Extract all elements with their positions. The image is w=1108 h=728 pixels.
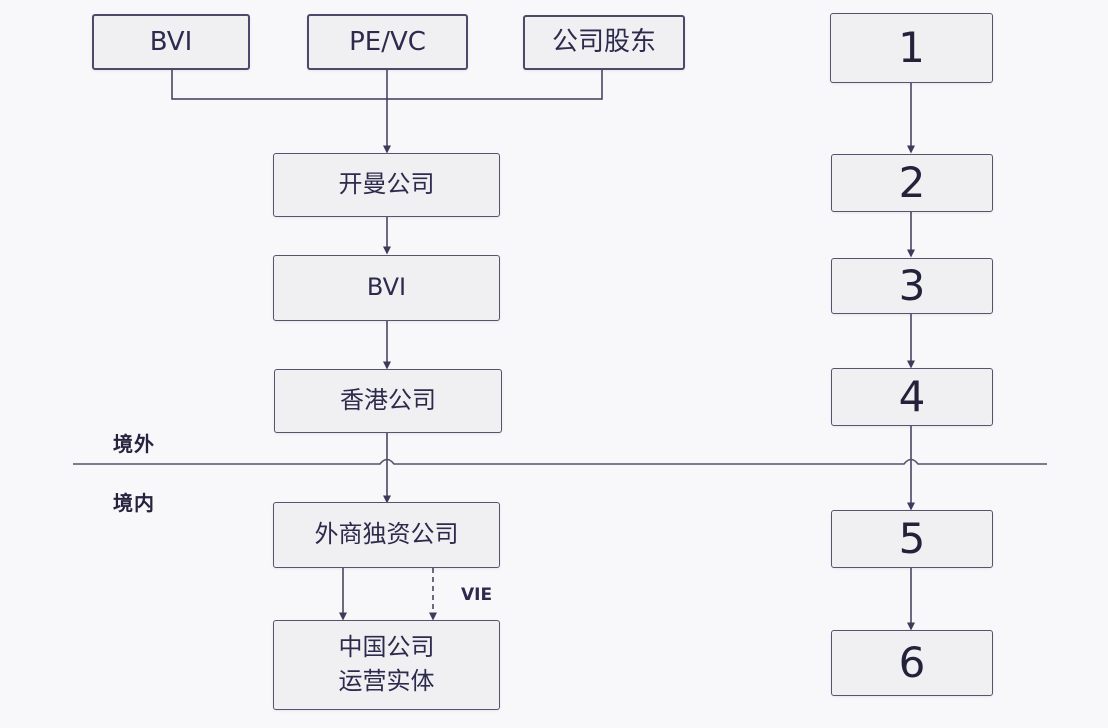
node-step-5: 5 — [831, 510, 993, 568]
node-step-4: 4 — [831, 368, 993, 426]
onshore-offshore-divider — [73, 458, 1047, 465]
step-number: 6 — [898, 637, 926, 687]
node-hong-kong-company: 香港公司 — [274, 369, 502, 433]
node-pe-vc: PE/VC — [307, 14, 468, 70]
step-number: 3 — [898, 260, 926, 310]
node-china-operating-entity: 中国公司 运营实体 — [273, 620, 500, 710]
node-wfoe: 外商独资公司 — [273, 502, 500, 568]
step-number: 1 — [898, 22, 925, 72]
node-step-3: 3 — [831, 258, 993, 314]
node-label: 中国公司 运营实体 — [338, 633, 435, 695]
offshore-label: 境外 — [113, 432, 155, 456]
node-label: BVI — [366, 273, 407, 302]
node-bvi-intermediate: BVI — [273, 255, 500, 321]
node-step-1: 1 — [830, 13, 993, 83]
node-step-2: 2 — [831, 154, 993, 212]
node-cayman-company: 开曼公司 — [273, 153, 500, 217]
step-number: 2 — [898, 157, 926, 207]
onshore-label: 境内 — [113, 491, 155, 515]
node-step-6: 6 — [831, 630, 993, 696]
step-number: 5 — [898, 513, 926, 563]
node-label: 香港公司 — [340, 386, 436, 415]
node-label: 外商独资公司 — [314, 520, 459, 549]
step-number: 4 — [898, 371, 926, 421]
node-label: 开曼公司 — [338, 170, 435, 199]
node-company-shareholders: 公司股东 — [523, 15, 685, 70]
node-label: PE/VC — [349, 26, 426, 57]
node-label: BVI — [149, 26, 193, 57]
node-bvi-shareholder: BVI — [92, 14, 250, 70]
vie-edge-label: VIE — [461, 585, 493, 605]
node-label: 公司股东 — [551, 27, 656, 58]
